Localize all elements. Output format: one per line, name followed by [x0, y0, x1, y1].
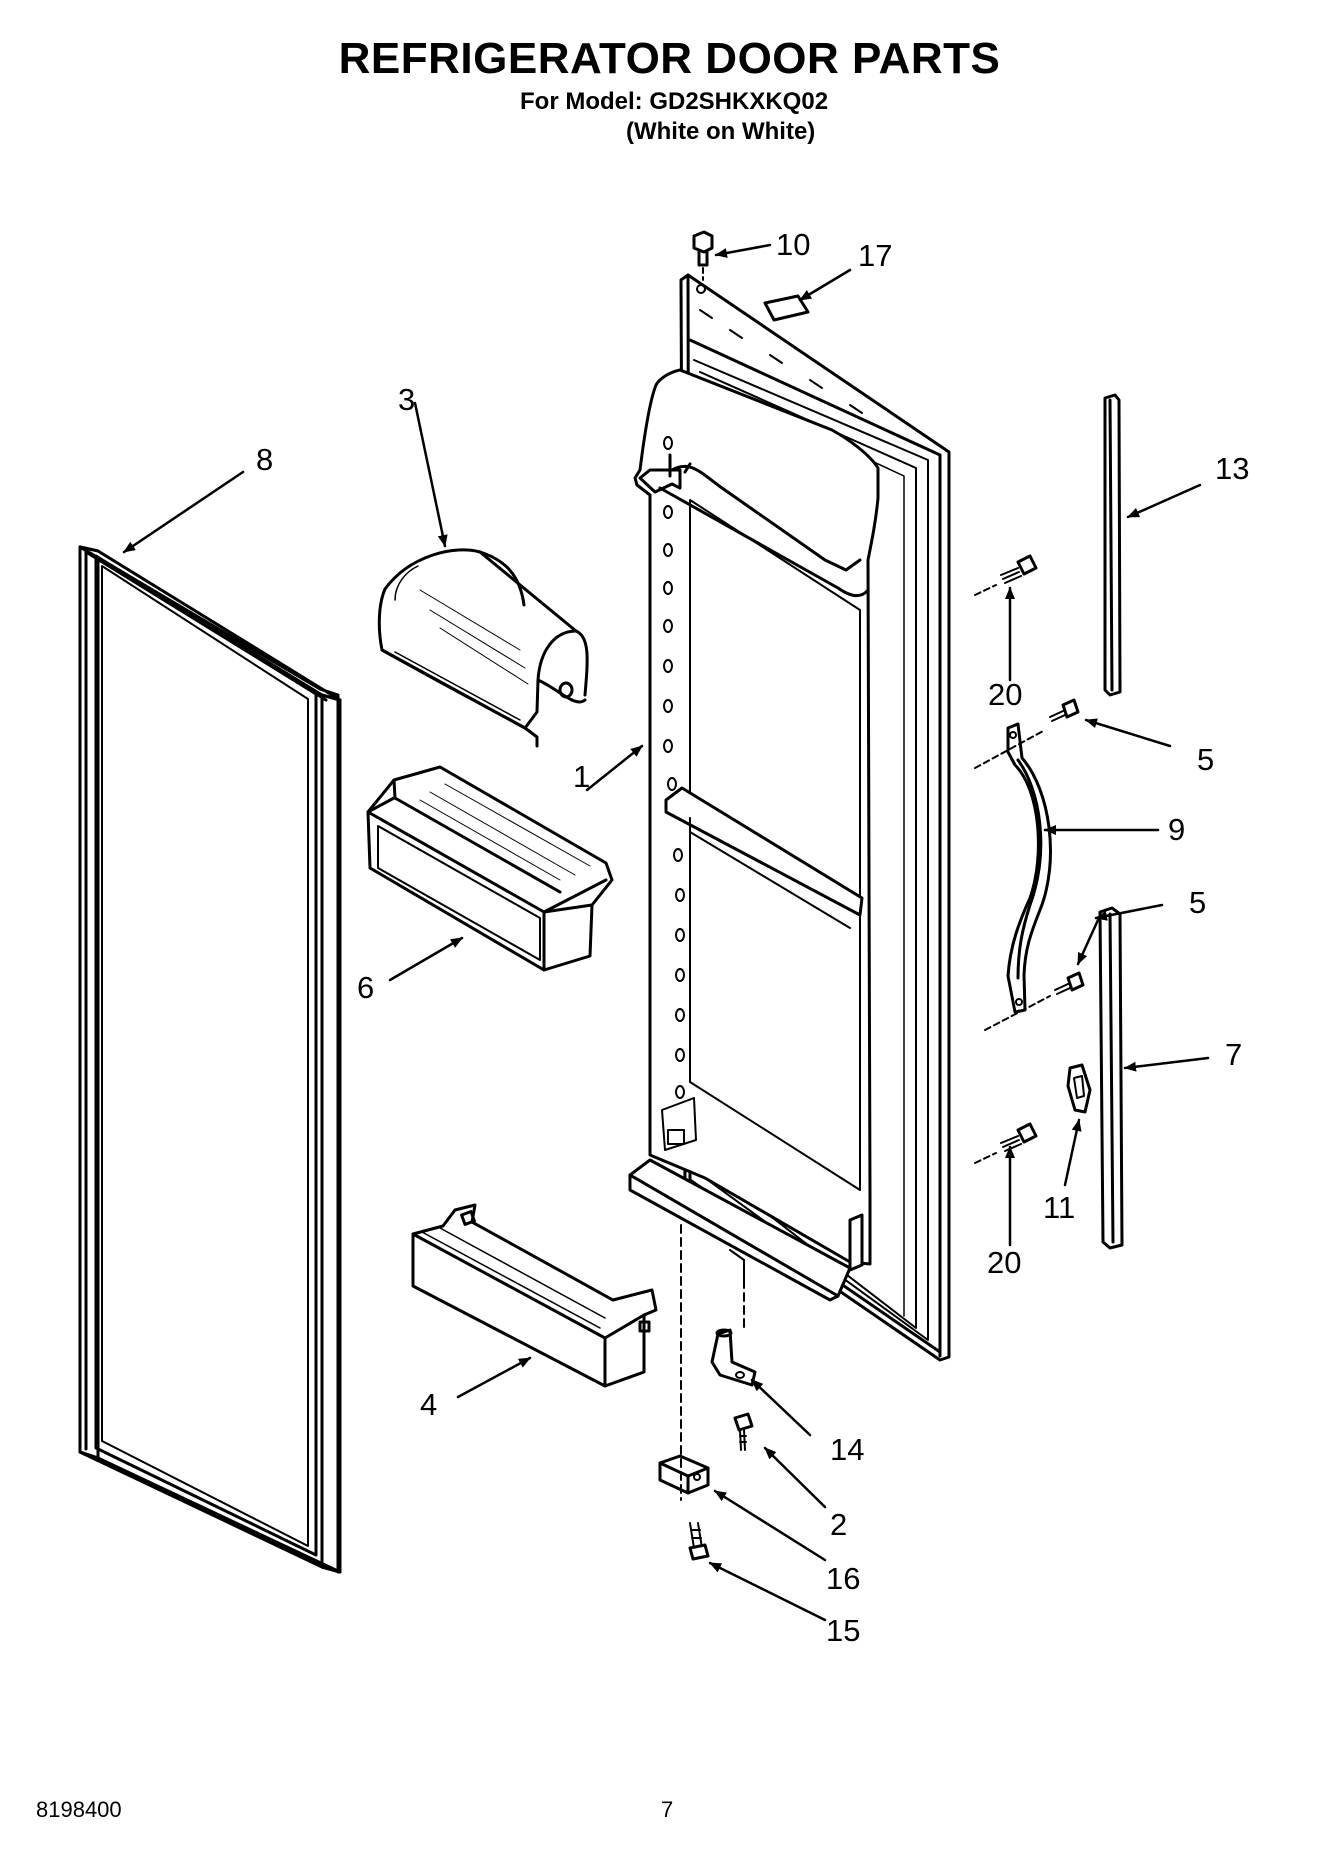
callout-4: 4 — [420, 1387, 437, 1422]
page-title: REFRIGERATOR DOOR PARTS — [338, 34, 1001, 83]
callout-16: 16 — [826, 1561, 860, 1596]
screw-5-upper-part — [974, 698, 1080, 769]
lower-door-bin-part — [411, 1203, 658, 1388]
lower-hinge-part — [658, 1454, 710, 1495]
hinge-plug-part — [692, 230, 714, 294]
hinge-bracket-part — [710, 1328, 757, 1387]
hinge-mount-outline — [729, 1249, 745, 1281]
callout-15: 15 — [826, 1613, 860, 1648]
callout-2: 2 — [830, 1507, 847, 1542]
callout-7: 7 — [1225, 1037, 1242, 1072]
callout-17: 17 — [858, 238, 892, 273]
screw-20-lower-part — [974, 1122, 1038, 1164]
label-part — [763, 294, 810, 322]
lower-hinge-screw-part — [688, 1522, 710, 1561]
callout-6: 6 — [357, 970, 374, 1005]
callout-5-upper: 5 — [1197, 742, 1214, 777]
callout-10: 10 — [776, 227, 810, 262]
door-gasket-part — [78, 545, 342, 1574]
callout-11: 11 — [1043, 1190, 1075, 1225]
color-line: (White on White) — [626, 118, 816, 145]
dairy-door-part — [377, 548, 589, 748]
door-assembly-part — [628, 273, 951, 1362]
callout-8: 8 — [256, 442, 273, 477]
door-clip-part — [1066, 1063, 1092, 1114]
callout-20-upper: 20 — [988, 677, 1022, 712]
door-bin-part — [366, 765, 614, 972]
callout-20-lower: 20 — [987, 1245, 1021, 1280]
page-number: 7 — [661, 1797, 674, 1822]
document-number: 8198400 — [36, 1797, 122, 1822]
leader-arrows — [122, 243, 1210, 1622]
door-handle-part — [1006, 722, 1052, 1014]
top-trim-strip-part — [1103, 393, 1122, 697]
callout-3: 3 — [398, 382, 415, 417]
callout-13: 13 — [1215, 451, 1249, 486]
screw-20-upper-part — [974, 554, 1038, 596]
bottom-trim-strip-part — [1098, 906, 1124, 1250]
model-line: For Model: GD2SHKXKQ02 — [520, 88, 829, 115]
callout-1: 1 — [573, 759, 590, 794]
screw-5-lower-part — [984, 971, 1085, 1031]
callout-14: 14 — [830, 1432, 864, 1467]
shelf-support-holes — [663, 436, 685, 1099]
callout-5-lower: 5 — [1189, 885, 1206, 920]
hinge-screw-part — [733, 1412, 754, 1451]
callout-9: 9 — [1168, 812, 1185, 847]
